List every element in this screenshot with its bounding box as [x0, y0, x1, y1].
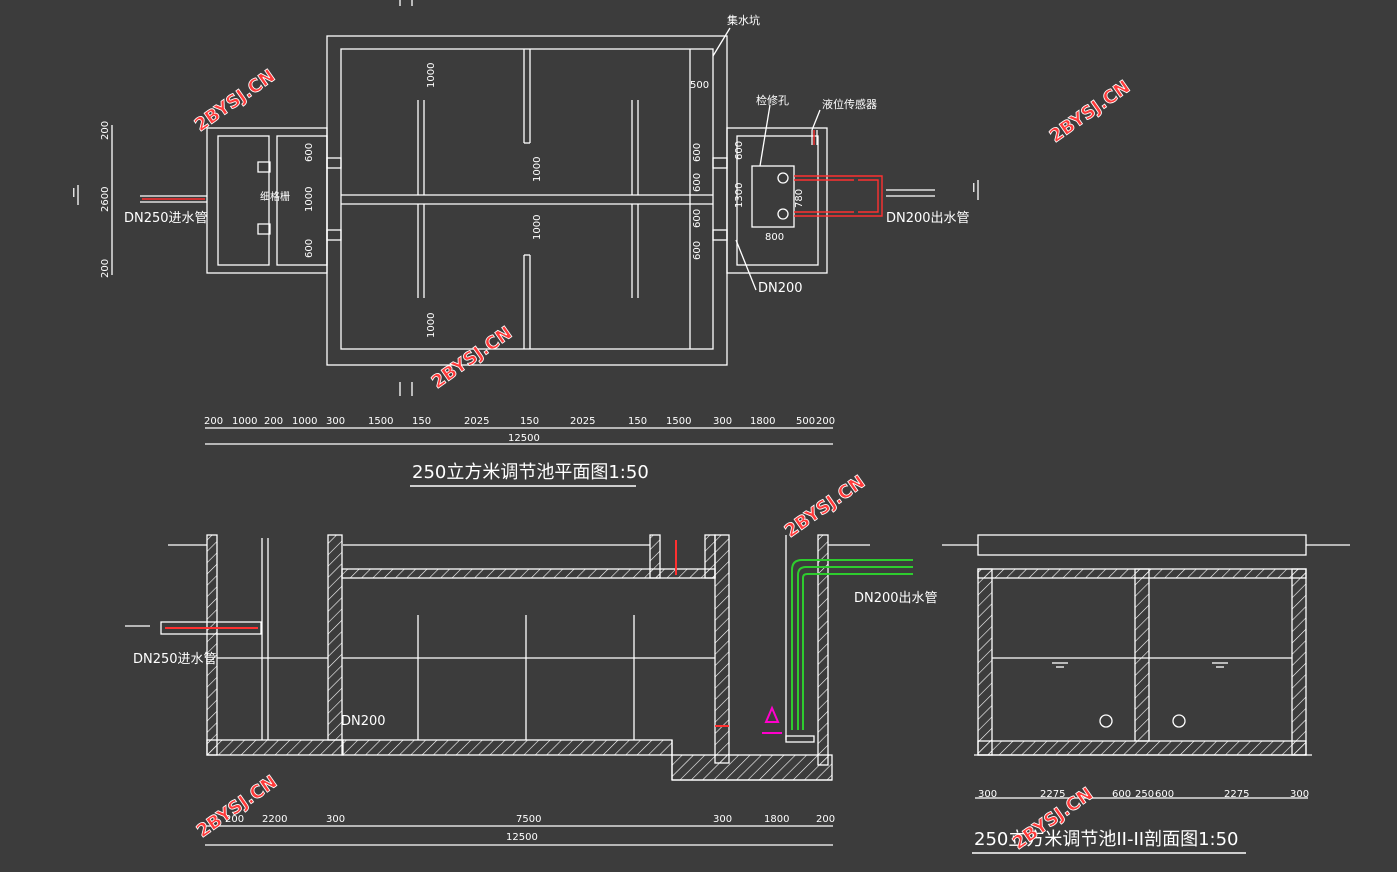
dim-600-left-a: 600	[304, 143, 315, 162]
plan-dim-7: 2025	[464, 416, 489, 427]
plan-outer-wall	[326, 35, 728, 366]
plan-view	[77, 0, 979, 445]
plan-dim-1: 1000	[232, 416, 257, 427]
label-jishuikeng: 集水坑	[727, 13, 760, 27]
section-mark-left: I	[72, 186, 76, 200]
plan-labels: 集水坑 检修孔 液位传感器 细格栅 DN250进水管 DN200出水管 DN20…	[72, 13, 976, 483]
section1-dim-0: 200	[225, 814, 244, 825]
dim-600-left-b: 600	[304, 239, 315, 258]
section1-dn200-label: DN200	[341, 714, 386, 729]
dim-1000-left: 1000	[304, 187, 315, 212]
plan-dn200-label: DN200	[758, 281, 803, 296]
plan-dim-13: 1800	[750, 416, 775, 427]
dim-left-b: 2600	[100, 187, 111, 212]
section1-dim-5: 1800	[764, 814, 789, 825]
section2-dim-4: 600	[1155, 789, 1174, 800]
plan-inner-wall	[340, 48, 714, 350]
plan-dim-11: 1500	[666, 416, 691, 427]
label-geshanjing: 细格栅	[260, 190, 290, 203]
dim-780: 780	[794, 189, 805, 208]
section2-view	[942, 534, 1350, 799]
section2-dim-2: 600	[1112, 789, 1131, 800]
plan-dim-8: 150	[520, 416, 539, 427]
plan-title: 250立方米调节池平面图1:50	[412, 462, 649, 483]
plan-inlet-label: DN250进水管	[124, 211, 208, 226]
section2-dim-1: 2275	[1040, 789, 1065, 800]
plan-outlet-label: DN200出水管	[886, 211, 970, 226]
section2-dim-3: 250	[1135, 789, 1154, 800]
dim-1000-bottom: 1000	[426, 313, 437, 338]
plan-dim-14: 500	[796, 416, 815, 427]
dim-600-right-d: 600	[692, 241, 703, 260]
plan-dim-15: 200	[816, 416, 835, 427]
watermark-2: 2BYSJ.CN	[1046, 77, 1134, 148]
plan-dim-total: 12500	[508, 433, 540, 444]
section1-dim-6: 200	[816, 814, 835, 825]
dim-left-a: 200	[100, 121, 111, 140]
manhole	[751, 165, 795, 228]
dim-500: 500	[690, 80, 709, 91]
section1-dim-total: 12500	[506, 832, 538, 843]
dim-1000-mid-b: 1000	[532, 215, 543, 240]
dim-1300: 1300	[734, 183, 745, 208]
plan-dim-3: 1000	[292, 416, 317, 427]
watermark-1: 2BYSJ.CN	[191, 66, 279, 137]
section2-title: 250立方米调节池II-II剖面图1:50	[974, 829, 1239, 850]
dim-600-right-c: 600	[692, 209, 703, 228]
plan-dim-6: 150	[412, 416, 431, 427]
plan-dim-12: 300	[713, 416, 732, 427]
section1-dim-4: 300	[713, 814, 732, 825]
plan-dim-5: 1500	[368, 416, 393, 427]
section1-view	[125, 534, 870, 846]
plan-dim-4: 300	[326, 416, 345, 427]
plan-dim-2: 200	[264, 416, 283, 427]
dim-1000-mid-a: 1000	[532, 157, 543, 182]
section2-dim-5: 2275	[1224, 789, 1249, 800]
label-yewei: 液位传感器	[822, 97, 877, 111]
sump-outer	[726, 127, 828, 274]
plan-dim-0: 200	[204, 416, 223, 427]
section1-inlet-label: DN250进水管	[133, 652, 217, 667]
watermark-5: 2BYSJ.CN	[193, 772, 281, 843]
section2-dim-0: 300	[978, 789, 997, 800]
section2-dim-6: 300	[1290, 789, 1309, 800]
section1-pipes	[165, 540, 913, 734]
plan-dim-9: 2025	[570, 416, 595, 427]
watermark-4: 2BYSJ.CN	[781, 472, 869, 543]
plan-pipes-red	[142, 130, 883, 217]
plan-dim-10: 150	[628, 416, 647, 427]
dim-800: 800	[765, 232, 784, 243]
section1-dim-1: 2200	[262, 814, 287, 825]
dim-600-right-a: 600	[692, 143, 703, 162]
section2-labels: 300 2275 600 250 600 2275 300 250立方米调节池I…	[974, 789, 1309, 850]
label-jianxiukong: 检修孔	[756, 93, 789, 107]
section-mark-right: I	[972, 181, 976, 195]
dim-600-sump: 600	[734, 141, 745, 160]
dim-600-right-b: 600	[692, 173, 703, 192]
section1-dim-3: 7500	[516, 814, 541, 825]
dim-1000-top: 1000	[426, 63, 437, 88]
section1-labels: DN250进水管 DN200出水管 DN200 200 2200 300 750…	[133, 591, 938, 843]
dim-left-c: 200	[100, 259, 111, 278]
section1-outlet-label: DN200出水管	[854, 591, 938, 606]
section1-dim-2: 300	[326, 814, 345, 825]
watermark-3: 2BYSJ.CN	[428, 323, 516, 394]
